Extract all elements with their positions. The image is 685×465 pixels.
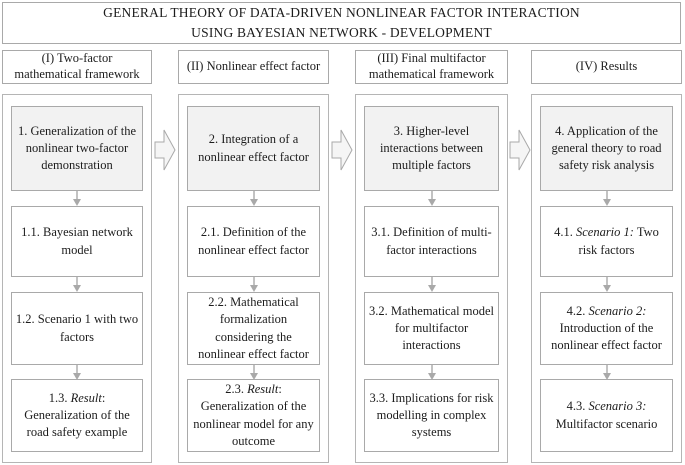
box-4: 4. Application of the general theory to …: [540, 106, 673, 191]
down-arrow-icon: [249, 365, 258, 380]
column-2-container: 2. Integration of a nonlinear effect fac…: [178, 94, 329, 463]
down-arrow-icon: [249, 191, 258, 206]
column-1-container: 1. Generalization of the nonlinear two-f…: [2, 94, 152, 463]
right-block-arrow-icon: [509, 129, 531, 171]
column-header-3: (III) Final multifactor mathematical fra…: [355, 50, 508, 84]
box-2-2: 2.2. Mathematical formalization consider…: [187, 292, 320, 365]
box-1: 1. Generalization of the nonlinear two-f…: [11, 106, 143, 191]
down-arrow-icon: [73, 365, 81, 380]
box-2: 2. Integration of a nonlinear effect fac…: [187, 106, 320, 191]
box-3-2: 3.2. Mathematical model for multifactor …: [364, 292, 499, 365]
right-block-arrow-icon: [154, 129, 176, 171]
column-header-2: (II) Nonlinear effect factor: [178, 50, 329, 84]
box-4-1: 4.1. Scenario 1: Two risk factors: [540, 206, 673, 277]
down-arrow-icon: [427, 191, 436, 206]
down-arrow-icon: [427, 277, 436, 292]
down-arrow-icon: [602, 277, 611, 292]
down-arrow-icon: [602, 365, 611, 380]
down-arrow-icon: [602, 191, 611, 206]
down-arrow-icon: [73, 191, 81, 206]
box-4-2: 4.2. Scenario 2: Introduction of the non…: [540, 292, 673, 365]
down-arrow-icon: [249, 277, 258, 292]
box-3-1: 3.1. Definition of multi-factor interact…: [364, 206, 499, 277]
box-1-2: 1.2. Scenario 1 with two factors: [11, 292, 143, 365]
down-arrow-icon: [73, 277, 81, 292]
box-1-1: 1.1. Bayesian network model: [11, 206, 143, 277]
box-2-1: 2.1. Definition of the nonlinear effect …: [187, 206, 320, 277]
box-4-3: 4.3. Scenario 3: Multifactor scenario: [540, 379, 673, 452]
column-header-1: (I) Two-factor mathematical framework: [2, 50, 152, 84]
box-2-3: 2.3. Result: Generalization of the nonli…: [187, 379, 320, 452]
column-header-4: (IV) Results: [531, 50, 682, 84]
diagram-title: GENERAL THEORY OF DATA-DRIVEN NONLINEAR …: [2, 2, 681, 44]
column-4-container: 4. Application of the general theory to …: [531, 94, 682, 463]
right-block-arrow-icon: [331, 129, 353, 171]
down-arrow-icon: [427, 365, 436, 380]
diagram-title-line1: GENERAL THEORY OF DATA-DRIVEN NONLINEAR …: [103, 5, 580, 21]
box-3: 3. Higher-level interactions between mul…: [364, 106, 499, 191]
column-3-container: 3. Higher-level interactions between mul…: [355, 94, 508, 463]
box-3-3: 3.3. Implications for risk modelling in …: [364, 379, 499, 452]
diagram-title-line2: USING BAYESIAN NETWORK - DEVELOPMENT: [191, 25, 492, 40]
box-1-3: 1.3. Result: Generalization of the road …: [11, 379, 143, 452]
